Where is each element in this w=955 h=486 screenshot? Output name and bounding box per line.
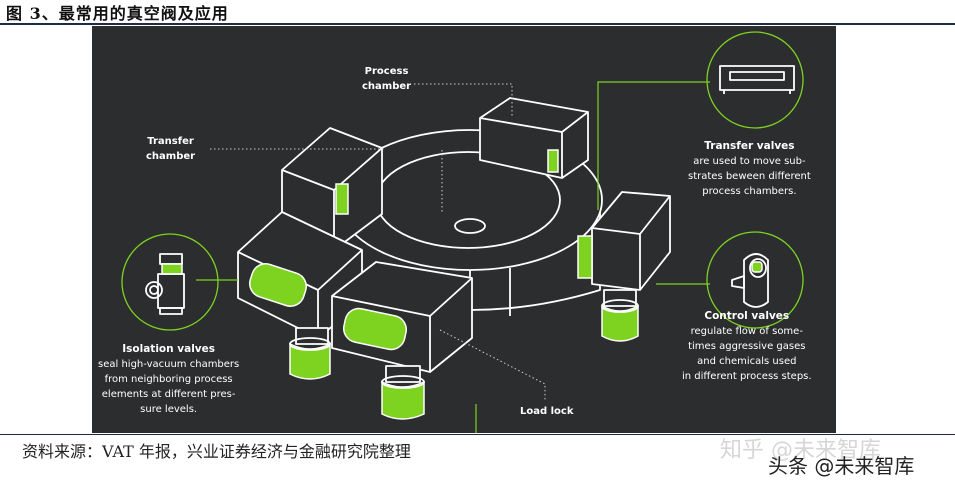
top-rule [0,23,955,25]
transfer-chamber-label: Transfer chamber [146,136,196,162]
control-valves-text: Control valves regulate flow of some- ti… [682,310,812,382]
process-chamber-front-left [237,211,363,339]
control-valves-title: Control valves [704,310,790,322]
transfer-valves-title: Transfer valves [704,140,795,152]
load-lock-label: Load lock [520,406,574,417]
process-chamber-right [577,191,671,291]
watermark-toutiao: 头条 @未来智库 [768,454,915,478]
source-note: 资料来源：VAT 年报，兴业证券经济与金融研究院整理 [22,442,411,461]
leader-lines [210,83,546,400]
process-chamber-label: Process chamber [362,66,412,92]
control-valve-circle [706,231,804,329]
callout-lines [196,81,710,433]
isolation-valves-text: Isolation valves seal high-vacuum chambe… [98,343,240,415]
process-chamber-back-right [479,97,589,179]
transfer-valves-text: Transfer valves are used to move sub- st… [688,140,811,197]
figure-title: 图 3、最常用的真空阀及应用 [6,4,229,23]
bottom-rule [0,434,955,435]
control-valve-green-right [601,289,639,342]
watermark-zhihu: 知乎 @未来智库 [720,438,881,463]
control-valve-green-center [381,365,425,420]
control-valve-green-left [289,327,331,380]
isolation-valves-title: Isolation valves [122,343,216,355]
process-chamber-front-center [331,261,473,373]
process-chamber-back-left [281,127,383,251]
transfer-valve-circle [706,31,804,129]
isolation-valve-circle [121,233,219,331]
